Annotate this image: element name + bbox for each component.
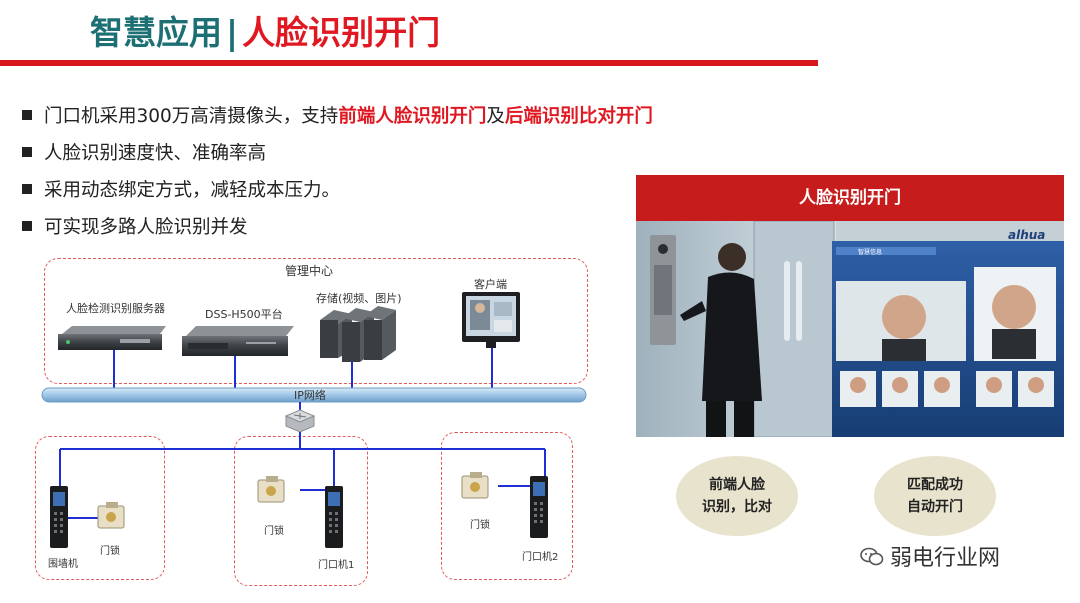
- bullet-item: 采用动态绑定方式，减轻成本压力。: [22, 172, 653, 209]
- wechat-icon: [860, 547, 884, 566]
- brand-logo: alhua: [1008, 228, 1045, 242]
- wall-intercom-panel-icon: [650, 235, 676, 345]
- scene-illustration: 智慧信息 alhua: [636, 221, 1064, 437]
- client-label: 客户端: [474, 278, 507, 291]
- wall-unit-zone: [35, 436, 165, 580]
- platform-label: DSS-H500平台: [205, 308, 283, 321]
- scene-title: 人脸识别开门: [636, 175, 1064, 221]
- software-title: 智慧信息: [858, 248, 882, 256]
- door-lock-label: 门锁: [470, 520, 490, 531]
- person-figure: [680, 243, 762, 437]
- door-unit-1-panel-icon: [325, 486, 343, 548]
- match-success-bubble: 匹配成功自动开门: [874, 456, 996, 536]
- ip-network-pipe: [41, 387, 587, 403]
- door-unit-2-label: 门口机2: [522, 552, 559, 563]
- title-separator: |: [226, 13, 239, 52]
- door-unit-2-zone: [441, 432, 573, 580]
- management-center-zone: [44, 258, 588, 384]
- bullet-item: 人脸识别速度快、准确率高: [22, 135, 653, 172]
- watermark-text: 弱电行业网: [890, 546, 1001, 571]
- door-unit-1-label: 门口机1: [318, 560, 355, 571]
- client-monitor-icon: [462, 292, 520, 348]
- face-server-label: 人脸检测识别服务器: [66, 302, 165, 315]
- wall-unit-label: 围墙机: [48, 559, 78, 570]
- page-title: 智慧应用|人脸识别开门: [90, 6, 440, 54]
- bullet-item: 可实现多路人脸识别并发: [22, 209, 653, 246]
- ip-network-label: IP网络: [294, 389, 326, 402]
- face-recognition-server-icon: [58, 326, 166, 350]
- door-lock-icon: [257, 476, 285, 503]
- uplink-lines: [113, 348, 493, 388]
- feature-list: 门口机采用300万高清摄像头，支持前端人脸识别开门及后端识别比对开门 人脸识别速…: [22, 98, 653, 246]
- wall-unit-panel-icon: [50, 486, 68, 548]
- bullet-square-icon: [22, 221, 32, 231]
- title-sub: 人脸识别开门: [242, 13, 441, 52]
- door-lock-label: 门锁: [264, 526, 284, 537]
- storage-array-icon: [320, 306, 396, 362]
- front-end-recognition-bubble: 前端人脸识别，比对: [676, 456, 798, 536]
- bullet-square-icon: [22, 110, 32, 120]
- door-lock-icon: [97, 502, 125, 529]
- storage-label: 存储(视频、图片): [316, 292, 402, 305]
- door-lock-label: 门锁: [100, 546, 120, 557]
- title-underline: [0, 60, 818, 66]
- face-unlock-scene: 人脸识别开门: [636, 175, 1064, 437]
- network-topology: [41, 292, 587, 548]
- door-lock-icon: [461, 472, 489, 499]
- watermark: 弱电行业网: [860, 540, 1000, 572]
- bullet-square-icon: [22, 184, 32, 194]
- management-center-label: 管理中心: [285, 264, 334, 278]
- bullet-item: 门口机采用300万高清摄像头，支持前端人脸识别开门及后端识别比对开门: [22, 98, 653, 135]
- door-unit-2-panel-icon: [530, 476, 548, 538]
- dss-platform-icon: [182, 326, 294, 356]
- recognition-software-screen: 智慧信息: [832, 241, 1064, 437]
- network-switch-icon: [284, 402, 316, 433]
- title-main: 智慧应用: [90, 13, 222, 52]
- bullet-square-icon: [22, 147, 32, 157]
